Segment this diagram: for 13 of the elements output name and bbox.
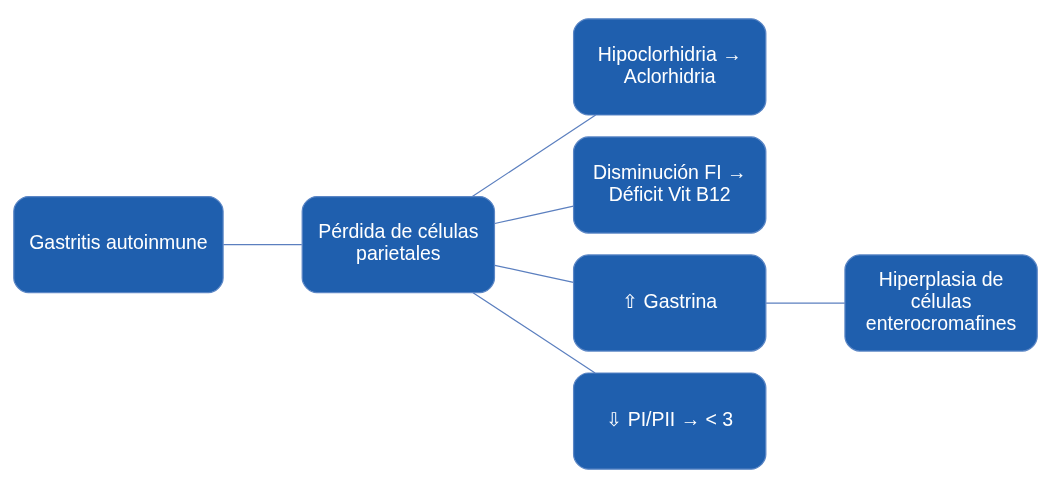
connector [765, 301, 846, 304]
connector [494, 264, 575, 283]
connector [471, 113, 597, 197]
node-box: Hipoclorhidria → Aclorhidria [572, 17, 767, 116]
node-box: Hiperplasia de células enterocromafines [844, 253, 1038, 352]
connector [222, 243, 303, 245]
node-box: Gastritis autoinmune [13, 195, 224, 293]
connector [472, 291, 596, 374]
node-box: ⇧ Gastrina [572, 253, 767, 352]
connector [494, 204, 575, 224]
node-box: Pérdida de células parietales [301, 195, 496, 293]
node-box: Disminución FI → Déficit Vit B12 [572, 135, 767, 234]
node-box: ⇩ PI/PII → < 3 [572, 371, 767, 470]
